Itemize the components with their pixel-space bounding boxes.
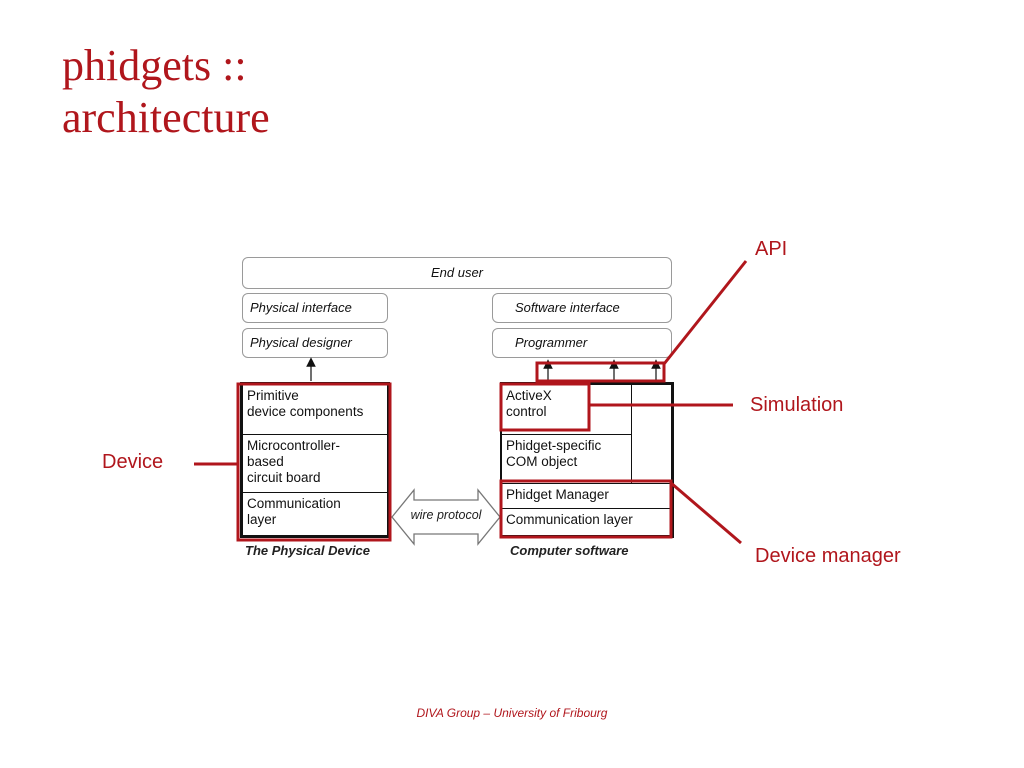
api-callout-line	[662, 260, 748, 365]
primitive-components-cell: Primitive device components	[243, 385, 387, 435]
end-user-label: End user	[430, 265, 484, 280]
title-line-2: architecture	[62, 93, 270, 142]
activex-cell: ActiveX control	[502, 385, 632, 435]
programmer-label: Programmer	[515, 335, 588, 350]
end-user-box: End user	[242, 257, 672, 289]
physical-interface-box: Physical interface	[242, 293, 388, 323]
device-highlight	[236, 382, 392, 542]
software-interface-box: Software interface	[492, 293, 672, 323]
simulation-highlight	[499, 382, 591, 432]
programmer-box: Programmer	[492, 328, 672, 358]
software-interface-label: Software interface	[515, 300, 620, 315]
api-callout: API	[755, 238, 788, 260]
slide-footer: DIVA Group – University of Fribourg	[416, 706, 608, 720]
device-callout: Device	[102, 451, 164, 473]
slide-title: phidgets :: architecture	[62, 40, 270, 144]
software-caption: Computer software	[510, 543, 629, 558]
physical-interface-label: Physical interface	[250, 300, 352, 315]
software-communication-cell: Communication layer	[506, 512, 633, 527]
simulation-callout: Simulation	[750, 394, 844, 416]
physical-designer-label: Physical designer	[250, 335, 352, 350]
wire-protocol-label: wire protocol	[410, 508, 482, 522]
device-manager-callout: Device manager	[755, 545, 901, 567]
device-manager-highlight	[499, 479, 673, 539]
device-communication-cell: Communication layer	[247, 496, 341, 527]
device-manager-callout-line	[670, 481, 742, 545]
physical-device-caption: The Physical Device	[245, 543, 371, 558]
microcontroller-cell: Microcontroller- based circuit board	[243, 435, 387, 493]
api-highlight	[535, 361, 666, 383]
phidget-manager-cell: Phidget Manager	[502, 483, 671, 509]
title-line-1: phidgets ::	[62, 41, 247, 90]
com-object-cell: Phidget-specific COM object	[502, 435, 632, 483]
